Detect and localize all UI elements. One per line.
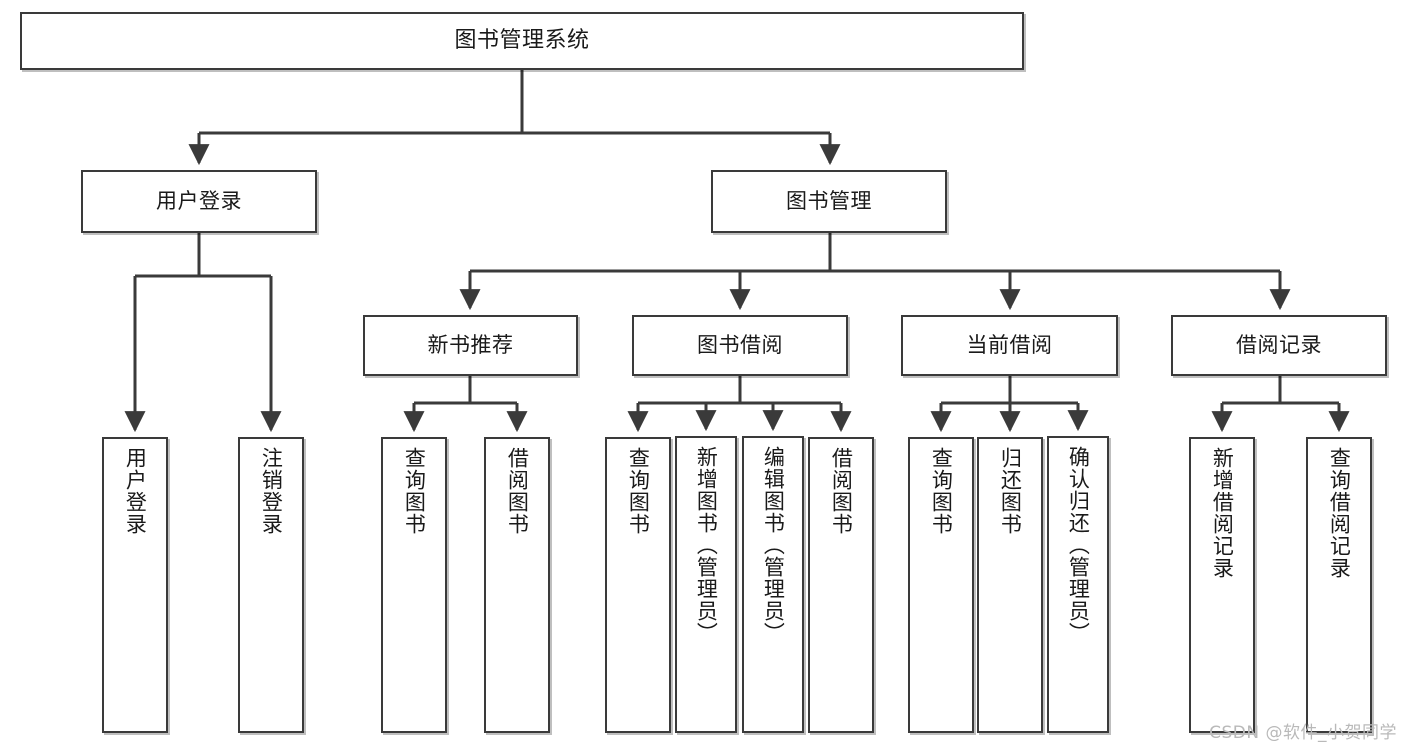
node-book-borrow[interactable]: 图书借阅 <box>632 315 848 376</box>
leaf-br-query-record[interactable]: 查询借阅记录 <box>1306 437 1372 733</box>
node-user-login[interactable]: 用户登录 <box>81 170 317 233</box>
node-label: 查询借阅记录 <box>1327 447 1352 579</box>
node-label: 图书借阅 <box>697 333 783 358</box>
node-root-system[interactable]: 图书管理系统 <box>20 12 1024 70</box>
node-label: 新书推荐 <box>427 333 514 358</box>
leaf-bb-borrow-book[interactable]: 借阅图书 <box>808 437 874 733</box>
node-borrow-record[interactable]: 借阅记录 <box>1171 315 1387 376</box>
node-label: 归还图书 <box>998 447 1023 535</box>
leaf-cb-return-book[interactable]: 归还图书 <box>977 437 1043 733</box>
node-label: 用户登录 <box>123 447 148 535</box>
node-label: 借阅图书 <box>829 447 854 535</box>
node-label: 图书管理系统 <box>454 28 590 54</box>
leaf-br-add-record[interactable]: 新增借阅记录 <box>1189 437 1255 733</box>
node-label: 编辑图书（管理员） <box>761 446 786 644</box>
leaf-cb-query-book[interactable]: 查询图书 <box>908 437 974 733</box>
node-book-management[interactable]: 图书管理 <box>711 170 947 233</box>
node-label: 查询图书 <box>626 447 651 535</box>
leaf-bb-add-book-admin[interactable]: 新增图书（管理员） <box>675 436 737 733</box>
leaf-nb-borrow-book[interactable]: 借阅图书 <box>484 437 550 733</box>
node-label: 注销登录 <box>259 447 284 535</box>
node-label: 新增图书（管理员） <box>694 446 719 644</box>
node-label: 查询图书 <box>929 447 954 535</box>
leaf-user-login[interactable]: 用户登录 <box>102 437 168 733</box>
leaf-bb-query-book[interactable]: 查询图书 <box>605 437 671 733</box>
node-label: 当前借阅 <box>966 333 1053 358</box>
node-label: 查询图书 <box>402 447 427 535</box>
leaf-bb-edit-book-admin[interactable]: 编辑图书（管理员） <box>742 436 804 733</box>
node-label: 借阅记录 <box>1236 333 1322 358</box>
leaf-logout-login[interactable]: 注销登录 <box>238 437 304 733</box>
node-label: 新增借阅记录 <box>1210 447 1235 579</box>
leaf-nb-query-book[interactable]: 查询图书 <box>381 437 447 733</box>
node-current-borrow[interactable]: 当前借阅 <box>901 315 1118 376</box>
node-label: 确认归还（管理员） <box>1066 446 1091 644</box>
node-new-book-recommend[interactable]: 新书推荐 <box>363 315 578 376</box>
node-label: 用户登录 <box>156 189 242 214</box>
leaf-cb-confirm-return-admin[interactable]: 确认归还（管理员） <box>1047 436 1109 733</box>
watermark-text: CSDN @软件_小贺同学 <box>1209 723 1397 743</box>
node-label: 借阅图书 <box>505 447 530 535</box>
node-label: 图书管理 <box>786 189 872 214</box>
